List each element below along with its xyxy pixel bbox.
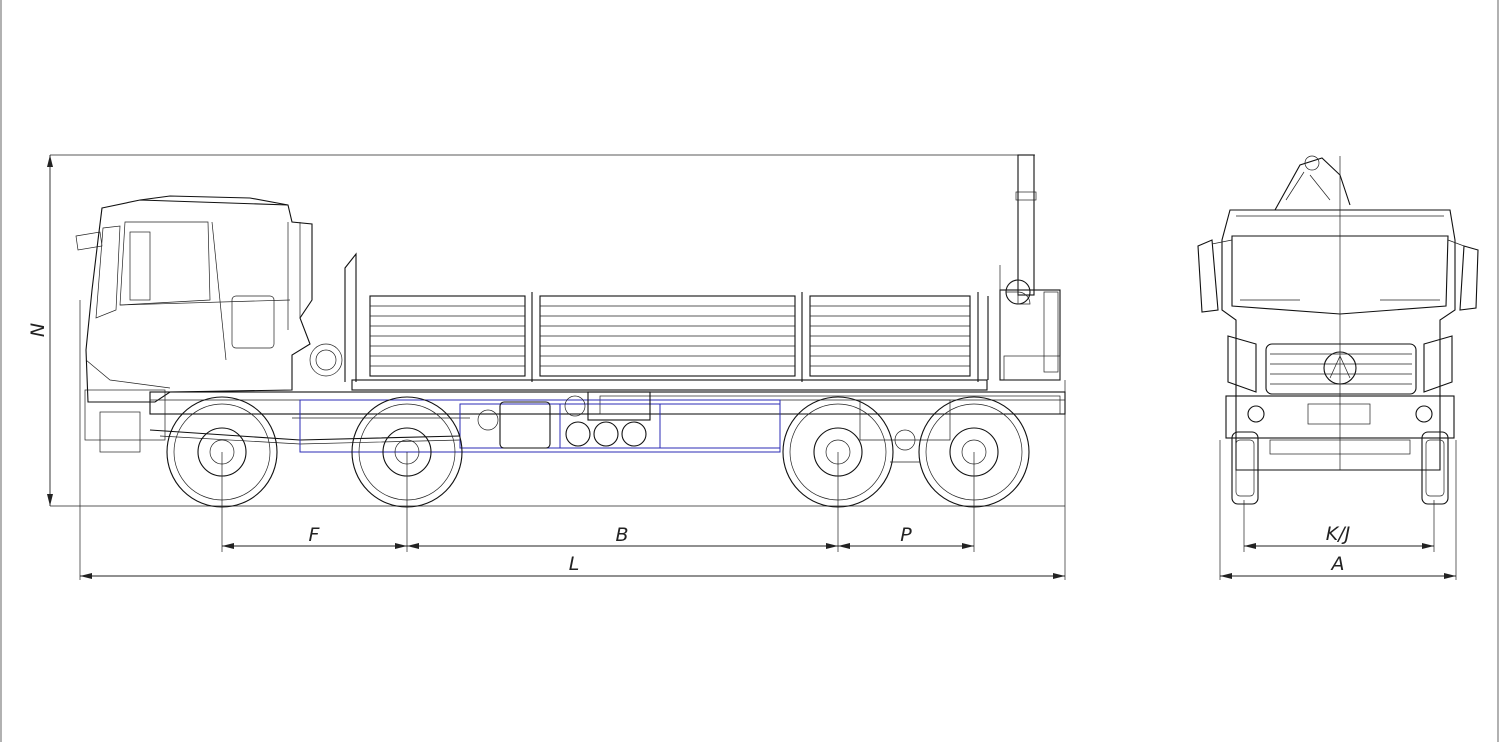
side-panel-2 — [539, 295, 796, 377]
dimension-kj: K/J — [1244, 523, 1434, 549]
side-panel-1 — [369, 295, 526, 377]
label-l: L — [569, 553, 580, 575]
cab-door-window — [119, 221, 211, 306]
front-dimensions: K/J A — [1220, 523, 1456, 579]
label-n: N — [27, 323, 49, 337]
dimension-f: F — [222, 524, 407, 549]
chassis-frame — [84, 389, 1066, 453]
side-view — [50, 154, 1066, 580]
right-headlight — [1423, 335, 1453, 393]
rear-suspension — [859, 399, 951, 441]
dimension-p: P — [838, 524, 974, 549]
cab-side-panel — [231, 295, 275, 349]
dimension-b: B — [407, 524, 838, 549]
front-crane — [1274, 155, 1351, 211]
front-bumper-mechanism — [84, 389, 166, 441]
front-windshield — [1231, 235, 1449, 315]
cargo-bed — [344, 252, 989, 391]
front-cab — [1197, 156, 1479, 471]
side-mirror — [75, 231, 103, 251]
dimension-a: A — [1220, 553, 1456, 579]
hidden-components — [299, 399, 781, 453]
front-grille — [1265, 343, 1417, 395]
left-mirror — [1197, 239, 1219, 313]
label-b: B — [615, 524, 628, 546]
label-p: P — [900, 524, 912, 546]
dimension-n: N — [27, 155, 53, 506]
side-dimensions: F B P L N — [27, 155, 1065, 579]
cab-windshield — [95, 225, 121, 319]
left-headlight — [1227, 335, 1257, 393]
dimension-l: L — [80, 553, 1065, 579]
right-mirror — [1459, 245, 1479, 311]
label-kj: K/J — [1326, 523, 1351, 545]
mirror-arm — [129, 231, 151, 301]
front-tyres — [1231, 431, 1449, 505]
crane — [999, 154, 1061, 381]
cab — [75, 195, 343, 403]
front-view — [1197, 155, 1479, 580]
fuel-tank — [477, 391, 651, 449]
label-a: A — [1330, 553, 1345, 575]
side-panel-3 — [809, 295, 971, 377]
label-f: F — [309, 524, 321, 546]
